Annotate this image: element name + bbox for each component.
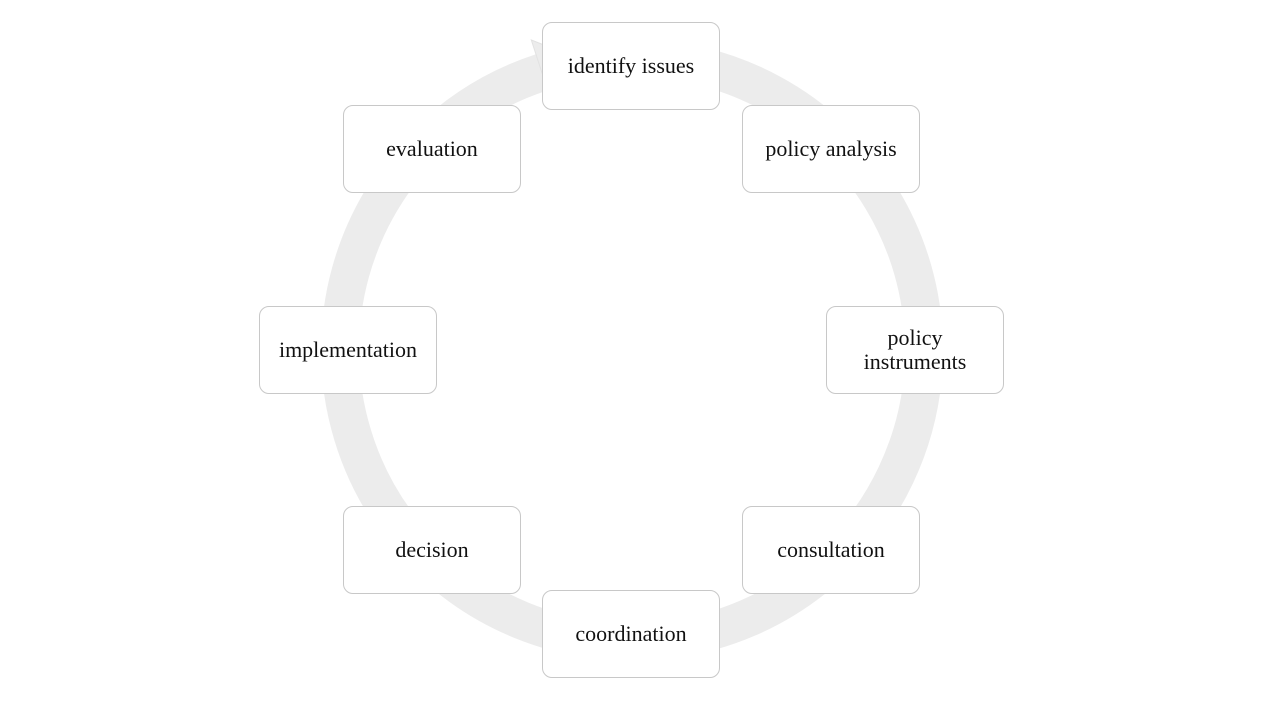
- stage-label: policy instruments: [863, 325, 967, 374]
- stage-identify-issues: identify issues: [542, 22, 720, 110]
- stage-decision: decision: [343, 506, 521, 594]
- stage-label: decision: [395, 537, 469, 562]
- stage-evaluation: evaluation: [343, 105, 521, 193]
- stage-policy-instruments: policy instruments: [826, 306, 1004, 394]
- stage-label: identify issues: [567, 53, 695, 78]
- stage-label: policy analysis: [765, 136, 897, 161]
- stage-coordination: coordination: [542, 590, 720, 678]
- stage-implementation: implementation: [259, 306, 437, 394]
- stage-label: coordination: [575, 621, 687, 646]
- stage-policy-analysis: policy analysis: [742, 105, 920, 193]
- stage-label: consultation: [777, 537, 885, 562]
- stage-consultation: consultation: [742, 506, 920, 594]
- stage-label: implementation: [278, 337, 418, 362]
- stage-label: evaluation: [386, 136, 478, 161]
